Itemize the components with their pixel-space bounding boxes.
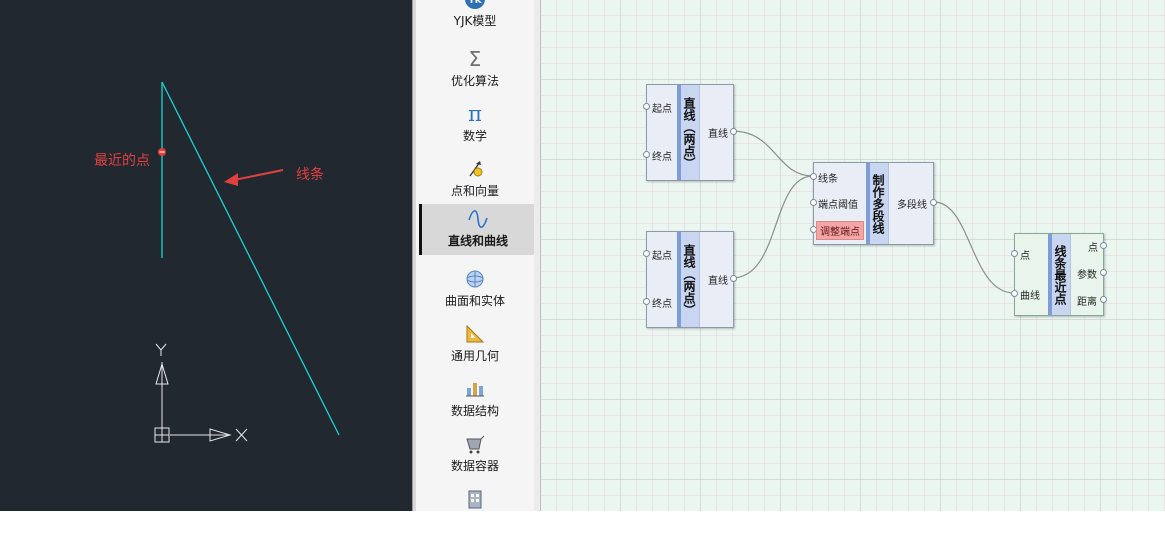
cad-viewport[interactable]: 最近的点 线条 [0, 0, 414, 511]
output-distance-label: 距离 [1077, 297, 1097, 308]
category-surface-solid[interactable]: 曲面和实体 [419, 264, 531, 315]
category-label: 通用几何 [450, 349, 499, 363]
ucs-icon [154, 343, 248, 443]
nearest-point-label: 最近的点 [94, 153, 150, 169]
input-point-label: 点 [1020, 251, 1030, 262]
category-building[interactable] [419, 484, 531, 535]
building-icon [419, 488, 531, 510]
annotation-arrow [224, 169, 284, 186]
node-title: 线条最近点 [1050, 234, 1071, 315]
surface-solid-icon [419, 268, 531, 290]
panel-splitter[interactable] [412, 0, 417, 511]
output-polyline-label: 多段线 [897, 200, 927, 211]
node-accent [677, 232, 681, 327]
input-port[interactable] [643, 103, 650, 110]
category-label: 曲面和实体 [444, 294, 505, 308]
output-port[interactable] [1100, 269, 1107, 276]
category-math[interactable]: π 数学 [419, 99, 531, 150]
output-point-label: 点 [1088, 243, 1098, 254]
category-line-curve[interactable]: 直线和曲线 [419, 204, 534, 255]
category-optimization[interactable]: Σ 优化算法 [419, 44, 531, 95]
category-label: 优化算法 [450, 74, 499, 88]
svg-text:YK: YK [467, 0, 483, 6]
category-data-structure[interactable]: 数据结构 [419, 374, 531, 425]
output-port[interactable] [730, 275, 737, 282]
sidebar-scroll-edge[interactable] [534, 0, 541, 511]
input-curves-label: 线条 [818, 174, 838, 185]
data-structure-icon [419, 378, 531, 400]
wire-polyline-to-closest [933, 201, 1015, 294]
sigma-icon: Σ [468, 47, 482, 71]
category-yjk-model[interactable]: YK YJK模型 [419, 0, 531, 35]
node-line-two-points-2[interactable]: 起点 终点 直线（两点） 直线 [643, 231, 737, 328]
data-container-icon [419, 433, 531, 455]
output-parameter-label: 参数 [1077, 270, 1097, 281]
input-port[interactable] [1011, 290, 1018, 297]
pi-icon: π [468, 102, 482, 126]
input-threshold-label: 端点阈值 [818, 200, 858, 211]
input-port[interactable] [643, 151, 650, 158]
category-label: 数据结构 [450, 404, 499, 418]
input-adjust-endpoints-label: 调整端点 [816, 221, 864, 240]
category-label: YJK模型 [453, 14, 497, 28]
output-port[interactable] [1100, 242, 1107, 249]
input-port[interactable] [810, 173, 817, 180]
wire-layer [731, 130, 1015, 294]
output-line-label: 直线 [708, 129, 728, 140]
curve-icon [422, 208, 534, 230]
node-curve-closest-point[interactable]: 点 曲线 线条最近点 点 参数 距离 [1011, 233, 1107, 316]
wire-line2-to-polyline [731, 175, 814, 279]
ruler-icon [419, 323, 531, 345]
node-accent [677, 85, 681, 180]
output-port[interactable] [730, 128, 737, 135]
node-title: 直线（两点） [679, 232, 700, 327]
category-label: 数据容器 [450, 459, 499, 473]
category-general-geometry[interactable]: 通用几何 [419, 319, 531, 370]
input-start-label: 起点 [652, 104, 672, 115]
node-title: 制作多段线 [868, 163, 889, 244]
input-port[interactable] [643, 298, 650, 305]
input-curve-label: 曲线 [1020, 291, 1040, 302]
input-port[interactable] [810, 199, 817, 206]
diagonal-line[interactable] [161, 81, 340, 436]
point-vector-icon [419, 158, 531, 180]
node-accent [866, 163, 870, 244]
input-start-label: 起点 [652, 251, 672, 262]
node-make-polyline[interactable]: 线条 端点阈值 调整端点 制作多段线 多段线 [810, 162, 937, 245]
input-end-label: 终点 [652, 299, 672, 310]
category-point-vector[interactable]: 点和向量 [419, 154, 531, 205]
output-port[interactable] [1100, 296, 1107, 303]
category-sidebar: YK YJK模型 Σ 优化算法 π 数学 点和向量 直线和曲线 曲面和实体 通用… [416, 0, 535, 511]
wire-line1-to-polyline [731, 130, 814, 177]
node-accent [1048, 234, 1052, 315]
category-data-container[interactable]: 数据容器 [419, 429, 531, 480]
category-label: 直线和曲线 [447, 234, 508, 248]
input-port[interactable] [643, 250, 650, 257]
node-title: 直线（两点） [679, 85, 700, 180]
line-label: 线条 [296, 167, 324, 183]
output-line-label: 直线 [708, 276, 728, 287]
node-canvas[interactable]: 起点 终点 直线（两点） 直线 起点 终点 直线（两点） 直线 线条 端点阈值 … [541, 0, 1165, 511]
category-label: 数学 [462, 129, 487, 143]
output-port[interactable] [930, 199, 937, 206]
category-label: 点和向量 [450, 184, 499, 198]
yjk-logo-icon: YK [419, 0, 531, 10]
input-end-label: 终点 [652, 152, 672, 163]
cad-drawing [154, 81, 340, 443]
input-port[interactable] [1011, 250, 1018, 257]
node-line-two-points-1[interactable]: 起点 终点 直线（两点） 直线 [643, 84, 737, 181]
